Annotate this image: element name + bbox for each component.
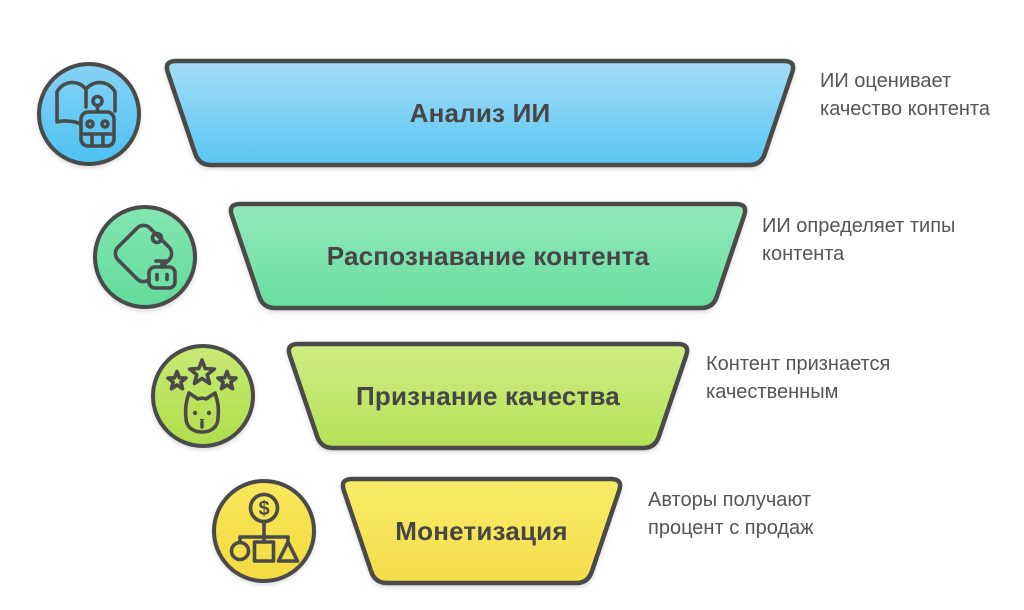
flowchart-connectors: [238, 519, 290, 545]
flowchart-triangle-node: [276, 540, 300, 563]
stage-description: Авторы получают процент с продаж: [648, 486, 814, 542]
robot-head-glyph: [79, 110, 116, 148]
stage-description-line: ИИ определяет типы: [762, 215, 956, 237]
stage-description-line: качество контента: [820, 98, 990, 120]
flowchart-circle-node: [229, 540, 251, 562]
robot-mouth: [82, 132, 113, 148]
robot-eye: [85, 119, 95, 129]
money-flowchart-icon: $: [212, 479, 316, 583]
cat-eye: [192, 410, 198, 416]
left-star-glyph: [166, 369, 188, 391]
book-robot-icon: [37, 62, 141, 166]
robot-antenna: [154, 259, 170, 269]
open-book-glyph: [55, 80, 117, 126]
cat-face-glyph: [183, 391, 221, 434]
stars-cat-icon: [151, 344, 255, 448]
stage-label: Признание качества: [356, 380, 620, 411]
funnel-stage-shape-2: [228, 201, 748, 311]
funnel-stage-shape-3: [286, 341, 690, 451]
icon-circle: [93, 205, 197, 309]
stage-description-line: качественным: [706, 381, 839, 403]
stage-description: ИИ определяет типы контента: [762, 212, 955, 268]
funnel-stage-shape-4: [340, 476, 623, 586]
stage-description-line: процент с продаж: [648, 517, 814, 539]
stage-description: Контент признается качественным: [706, 350, 890, 406]
flowchart-square-node: [252, 540, 276, 563]
cat-eye: [206, 410, 212, 416]
stage-description-line: Контент признается: [706, 353, 891, 375]
robot-antenna-knob: [91, 94, 104, 108]
right-star-glyph: [216, 369, 238, 391]
stage-label: Монетизация: [395, 515, 568, 546]
stage-description-line: контента: [762, 243, 845, 265]
stage-description: ИИ оценивает качество контента: [820, 67, 990, 123]
robot-eye: [100, 119, 110, 129]
stage-label: Распознавание контента: [326, 240, 650, 271]
funnel-stage-shape-1: [164, 58, 796, 168]
stage-description-line: Авторы получают: [648, 489, 812, 511]
robot-eyes: [155, 272, 169, 282]
tag-robot-icon: [93, 205, 197, 309]
center-star-glyph: [187, 358, 217, 386]
tag-hole: [150, 231, 164, 245]
robot-head-glyph: [147, 265, 177, 290]
dollar-sign: $: [258, 498, 269, 520]
stage-description-line: ИИ оценивает: [820, 70, 952, 92]
stage-label: Анализ ИИ: [409, 97, 551, 128]
